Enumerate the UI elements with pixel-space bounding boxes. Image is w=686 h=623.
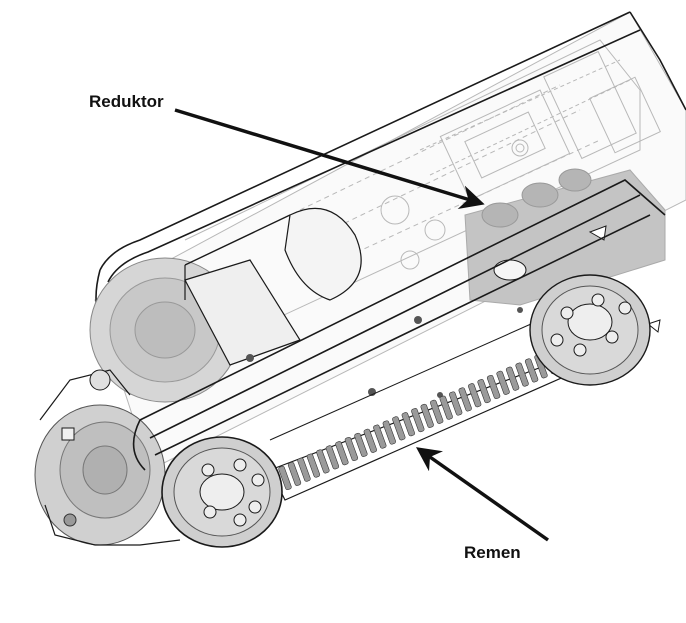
belt-tooth — [468, 383, 482, 408]
belt-leader-arrow — [415, 447, 550, 542]
belt-tooth — [297, 457, 311, 482]
belt-tooth — [363, 428, 377, 453]
belt-tooth — [515, 362, 529, 387]
left-drive-drum — [89, 207, 362, 403]
motor-housing — [34, 369, 181, 546]
track-side-plate — [132, 179, 666, 471]
belt-tooth — [344, 436, 359, 462]
belt-tooth — [449, 391, 463, 416]
belt-tooth — [486, 374, 501, 400]
toothed-belt — [269, 319, 577, 501]
belt-tooth — [411, 408, 425, 433]
gearbox-label: Reduktor — [89, 92, 164, 111]
belt-tooth — [496, 370, 510, 395]
belt-tooth — [335, 441, 349, 466]
belt-tooth — [430, 399, 444, 424]
belt-tooth — [392, 416, 406, 441]
belt-tooth — [420, 403, 434, 428]
left-pulley — [161, 436, 283, 548]
belt-tooth — [458, 387, 472, 412]
right-pulley — [529, 274, 651, 386]
belt-tooth — [401, 412, 415, 437]
belt-label: Remen — [464, 543, 521, 562]
belt-tooth — [287, 461, 302, 486]
belt-tooth — [524, 358, 539, 383]
gearbox — [464, 168, 666, 333]
belt-tooth — [505, 366, 520, 391]
belt-tooth — [316, 449, 330, 474]
gearbox-leader-arrow — [174, 108, 485, 210]
belt-tooth — [278, 465, 292, 491]
belt-tooth — [306, 453, 321, 478]
belt-tooth — [439, 395, 453, 420]
belt-tooth — [373, 424, 387, 449]
belt-tooth — [325, 445, 340, 470]
belt-tooth — [477, 379, 491, 404]
belt-tooth — [382, 420, 396, 445]
belt-tooth — [354, 432, 368, 457]
belt-teeth — [278, 345, 567, 491]
